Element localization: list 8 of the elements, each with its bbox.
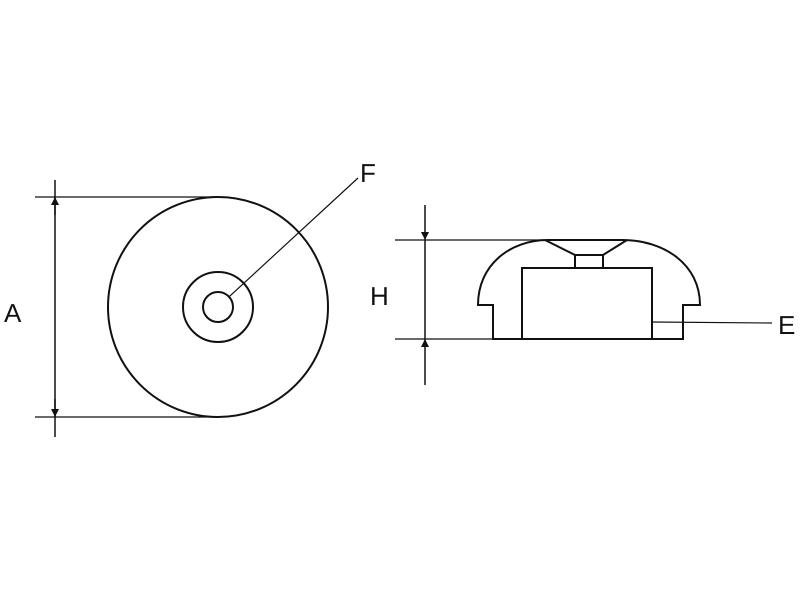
callout-letter: E	[778, 312, 796, 338]
leader-line	[228, 178, 358, 298]
leader-line	[652, 321, 772, 324]
callout-letter: F	[360, 160, 376, 186]
dimension-label: H	[370, 283, 389, 309]
dimension-label: A	[4, 300, 22, 326]
mounting-hole	[202, 291, 234, 323]
insert-recess	[521, 267, 653, 339]
